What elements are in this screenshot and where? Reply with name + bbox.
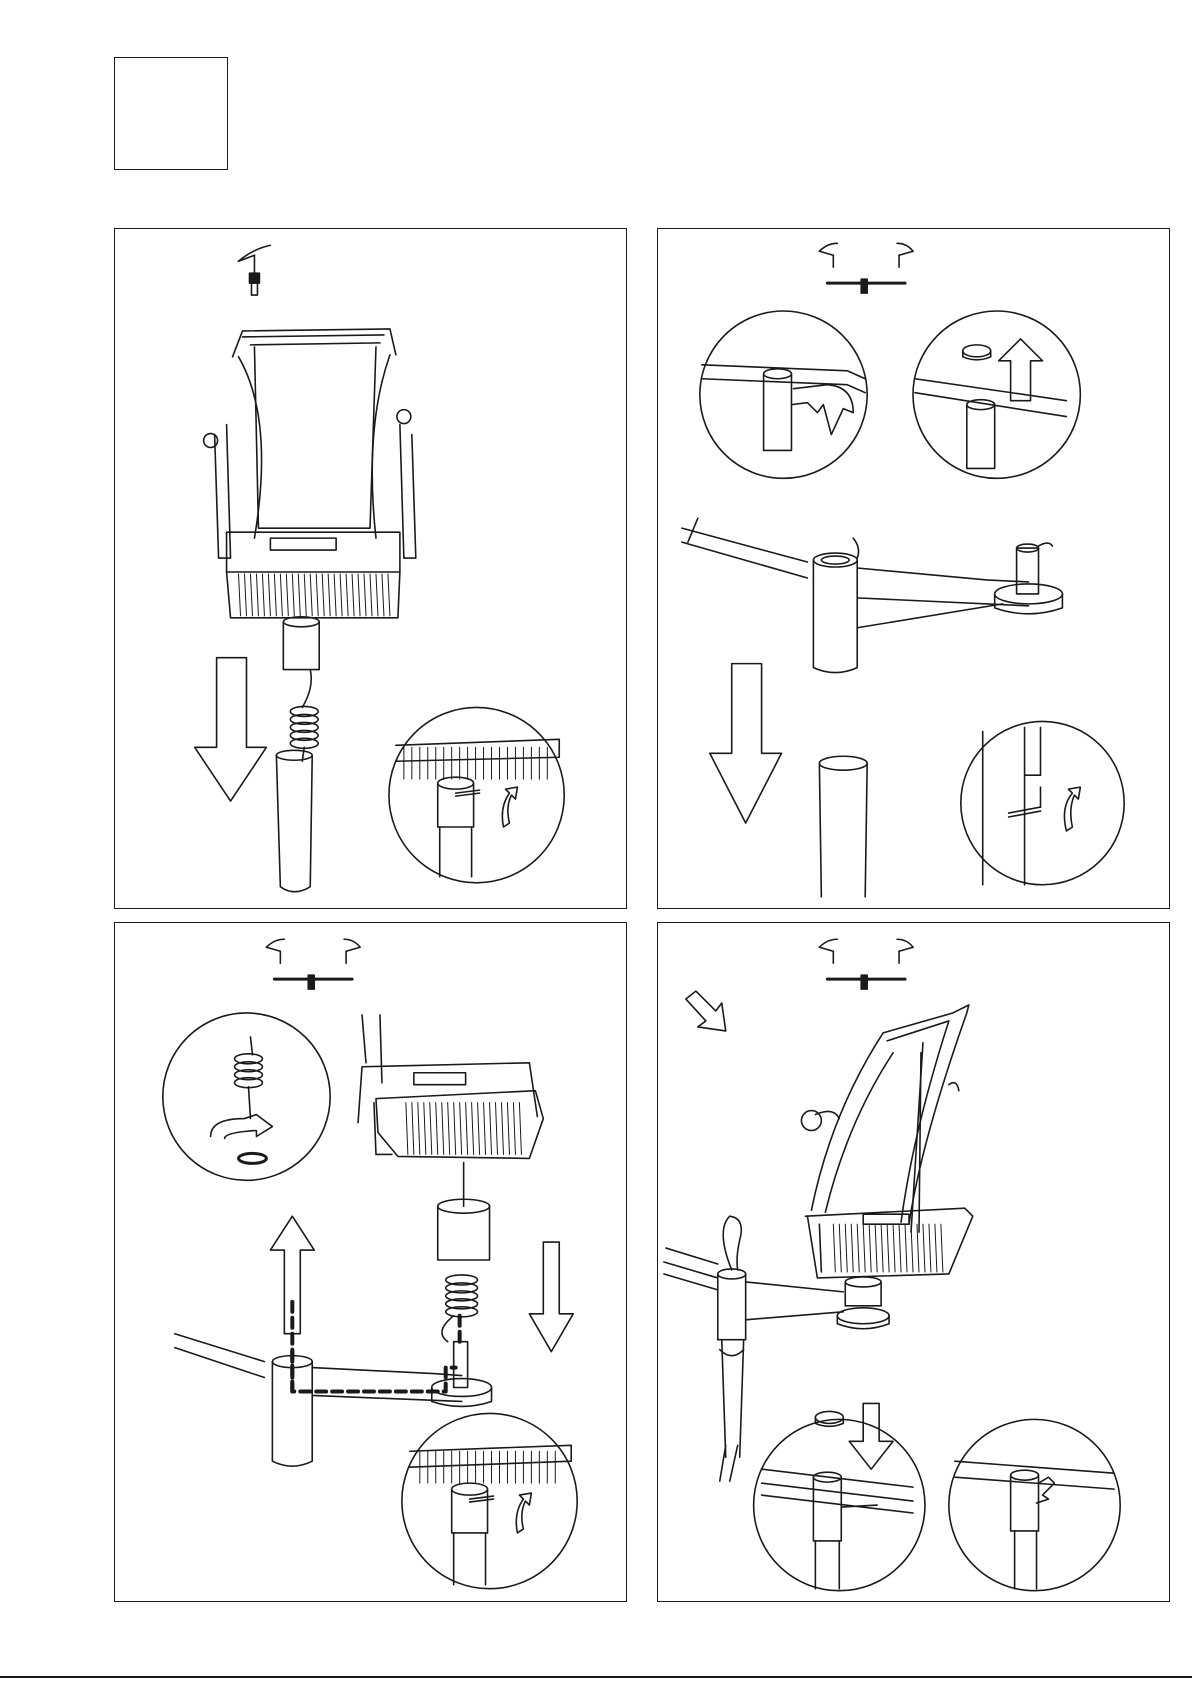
footer-rule <box>0 1676 1192 1678</box>
detail-circle-remove-cap <box>700 311 867 478</box>
assembly-panel-1 <box>114 228 627 909</box>
pole-top <box>819 756 867 896</box>
diagonal-arrow-icon <box>686 991 726 1031</box>
spigot-with-cable <box>283 617 319 761</box>
down-arrow-icon <box>195 658 267 801</box>
step-number-box <box>114 57 228 170</box>
twin-luminaire-icon <box>266 939 360 989</box>
twin-luminaire-icon <box>819 243 913 293</box>
assembly-panel-3 <box>114 922 627 1602</box>
detail-circle-hex-key <box>402 1413 577 1588</box>
floodlight-luminaire <box>801 1005 972 1306</box>
pole-top <box>276 750 312 891</box>
detail-circle-hex-key <box>961 721 1124 884</box>
detail-circle-cable-twist <box>163 1013 330 1180</box>
twin-luminaire-icon <box>819 939 913 989</box>
floodlight-luminaire <box>358 1015 543 1260</box>
assembly-panel-2 <box>657 228 1170 909</box>
detail-circle-lock-cap <box>949 1419 1120 1590</box>
detail-circle-insert-cap <box>754 1403 925 1590</box>
single-luminaire-icon <box>239 245 271 295</box>
twin-crossarm-bracket <box>682 518 1063 672</box>
floodlight-luminaire <box>204 329 416 618</box>
detail-circle-hex-key <box>389 707 564 882</box>
down-arrow-icon <box>529 1242 573 1352</box>
assembly-panel-4 <box>657 922 1170 1602</box>
detail-circle-cap-lift <box>913 311 1080 478</box>
down-arrow-icon <box>710 664 782 823</box>
